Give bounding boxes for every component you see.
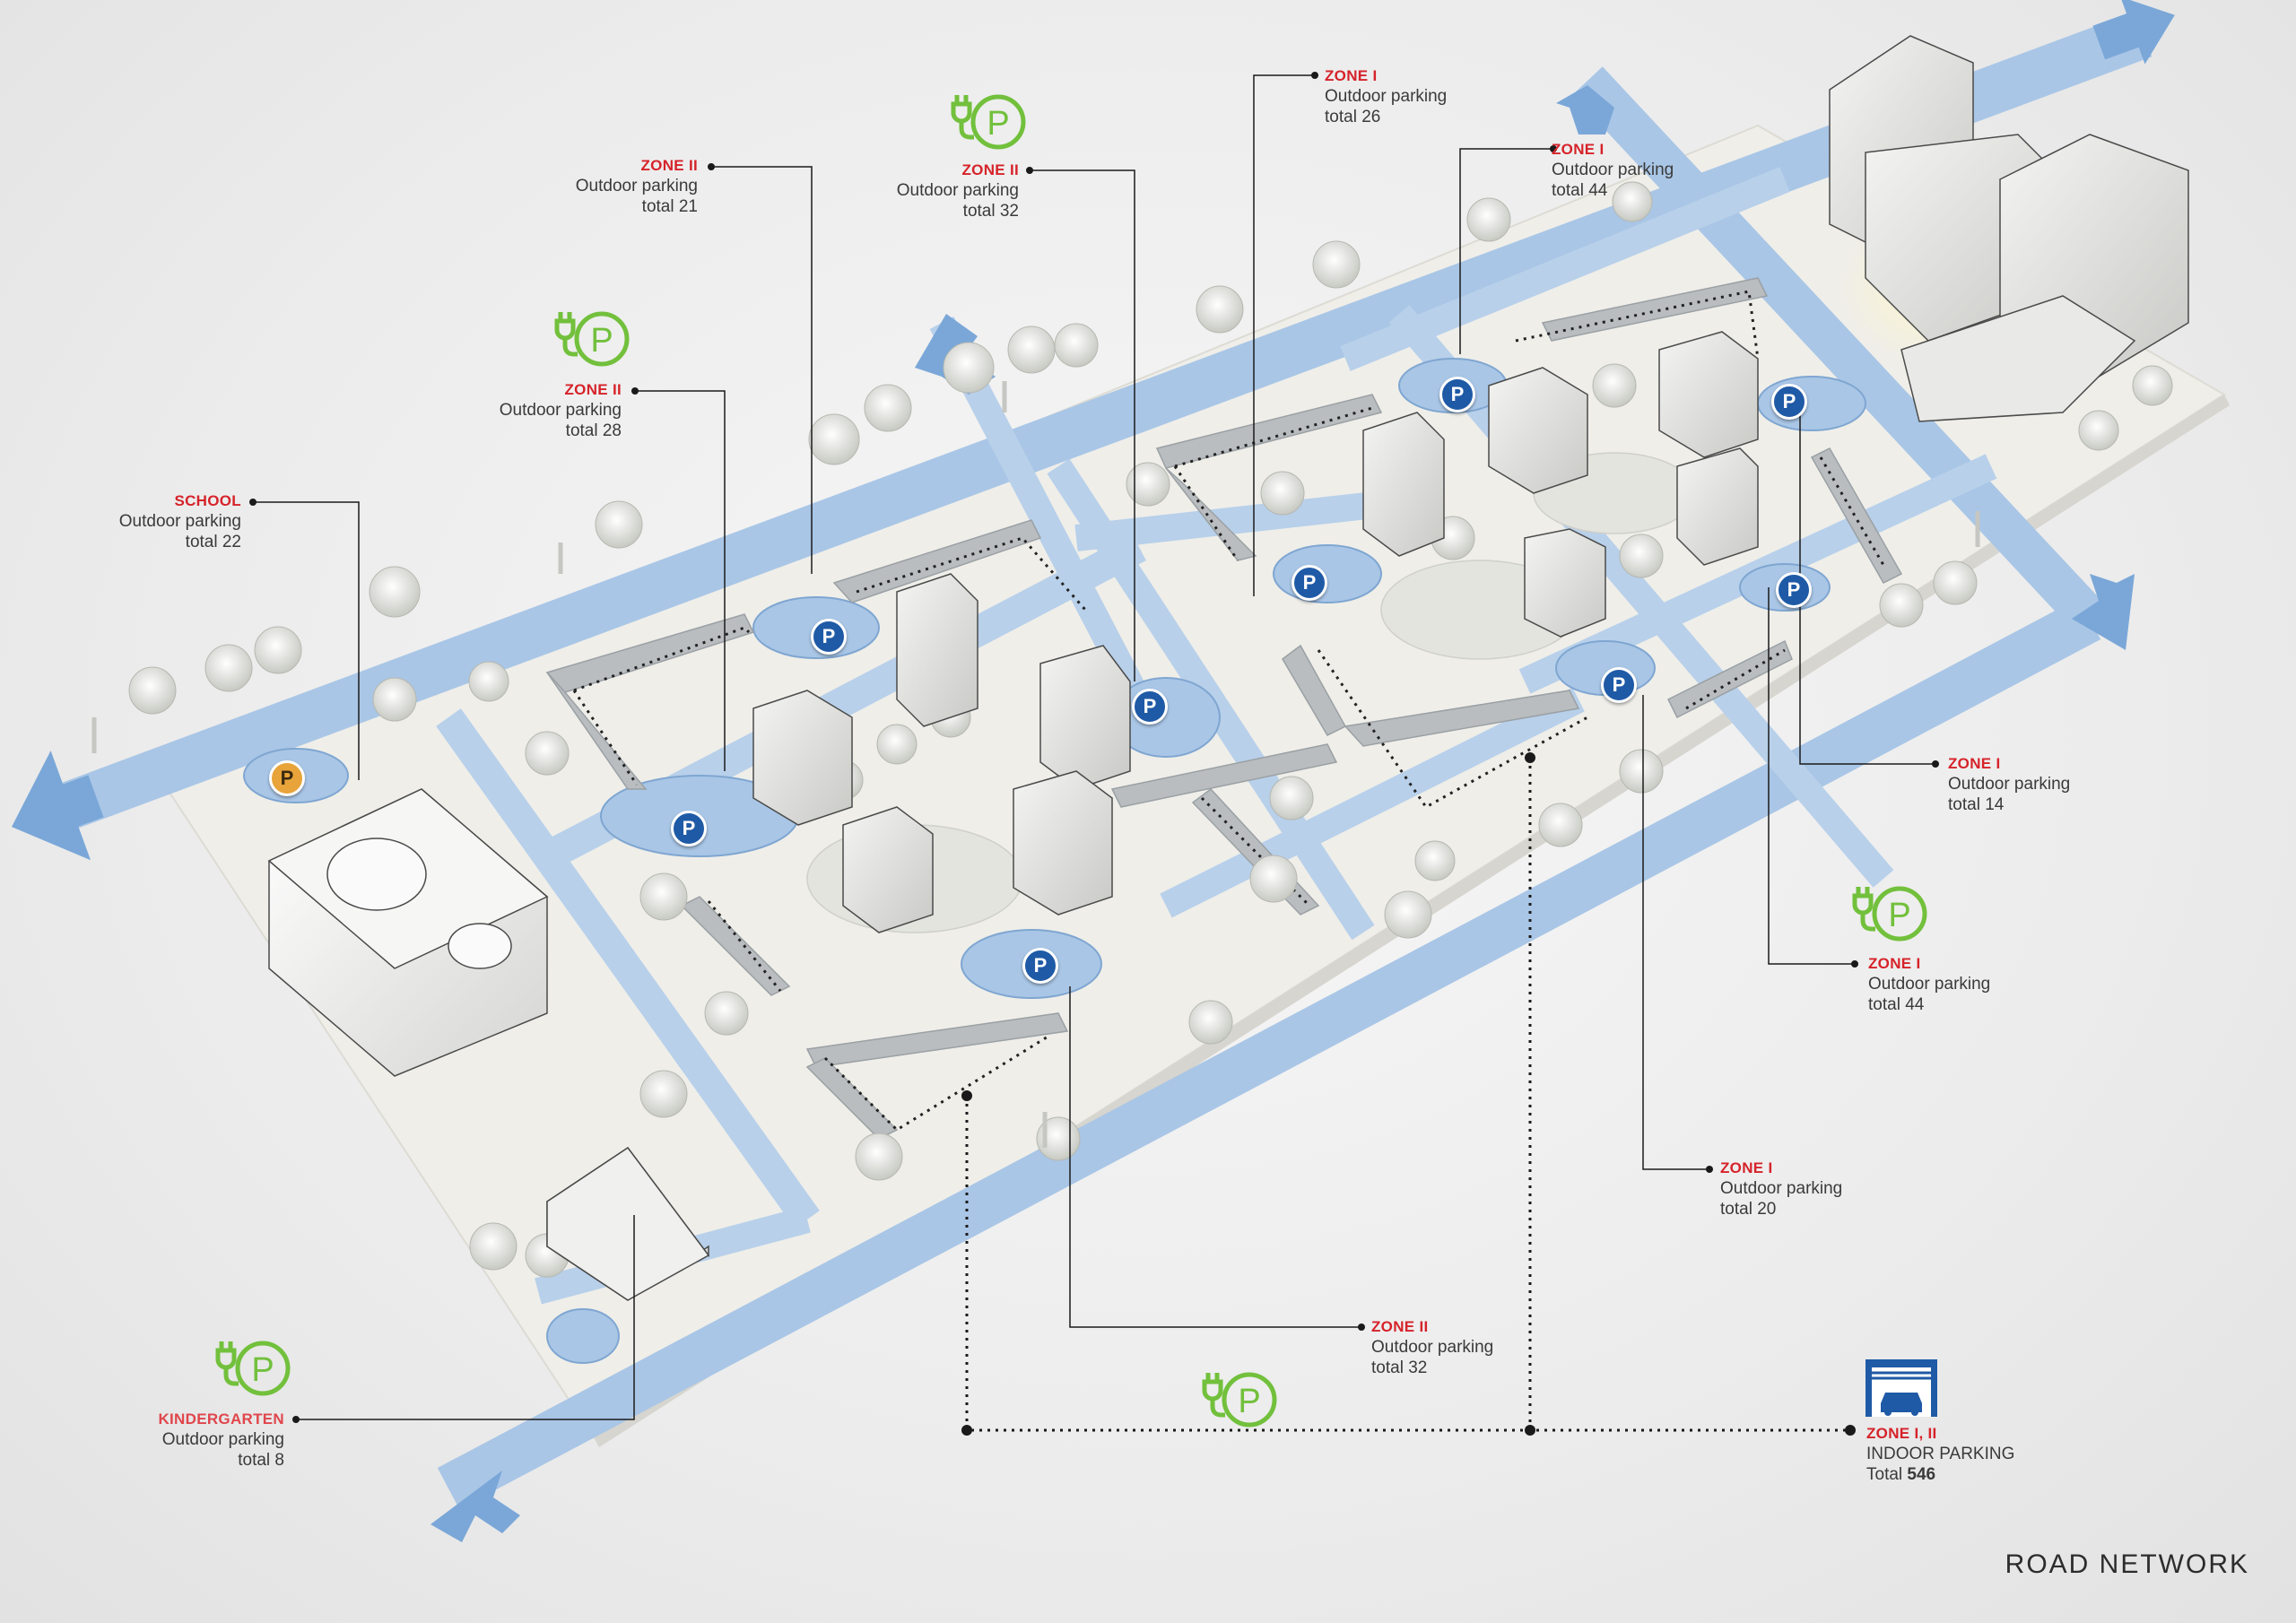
ev-charging-icon: P xyxy=(554,311,630,367)
parking-pin[interactable]: P xyxy=(1439,377,1475,412)
label-line: Outdoor parking xyxy=(1552,161,1674,179)
street-poles xyxy=(91,381,1980,1148)
label-heading: ZONE II xyxy=(1371,1318,1429,1335)
label-total: total 32 xyxy=(962,202,1019,221)
page-title: ROAD NETWORK xyxy=(2005,1549,2249,1579)
label-heading: ZONE I xyxy=(1552,141,1605,158)
label-line: Outdoor parking xyxy=(896,181,1019,200)
svg-text:P: P xyxy=(251,1351,274,1389)
buildings xyxy=(267,331,1759,1301)
dotted-routes xyxy=(572,290,1885,1132)
parking-pin[interactable]: P xyxy=(1132,689,1168,725)
label-total: total 44 xyxy=(1552,181,1608,200)
parking-pin[interactable]: P xyxy=(1601,667,1637,703)
label-heading: ZONE II xyxy=(961,161,1019,178)
svg-text:P: P xyxy=(1238,1383,1260,1420)
label-line: Outdoor parking xyxy=(161,1430,284,1449)
label-line: Outdoor parking xyxy=(575,177,698,195)
svg-text:P: P xyxy=(590,322,613,360)
label-total: total 14 xyxy=(1948,795,2005,814)
parking-pin[interactable]: P xyxy=(1776,572,1812,608)
label-zone2-a: ZONE II Outdoor parking total 21 xyxy=(576,155,698,217)
label-total: total 26 xyxy=(1325,108,1381,126)
parking-pin[interactable]: P xyxy=(671,811,707,846)
leader-lines xyxy=(253,74,1935,1420)
label-zone2-d: ZONE II Outdoor parking total 32 xyxy=(1371,1316,1493,1378)
parking-pin[interactable]: P xyxy=(1292,565,1327,601)
label-zone1-e: ZONE I Outdoor parking total 20 xyxy=(1720,1158,1842,1219)
label-kindergarten: KINDERGARTEN Outdoor parking total 8 xyxy=(158,1409,284,1471)
parking-pin[interactable]: P xyxy=(1771,384,1807,420)
parking-pin[interactable]: P xyxy=(1022,948,1058,984)
label-total: total 8 xyxy=(238,1451,284,1470)
label-total: total 44 xyxy=(1868,995,1925,1014)
ev-charging-icon: P xyxy=(951,94,1026,150)
label-line: Outdoor parking xyxy=(1720,1179,1843,1198)
label-indoor-parking: ZONE I, II INDOOR PARKING Total 546 xyxy=(1866,1423,2014,1485)
indoor-total: Total 546 xyxy=(1866,1464,2014,1485)
school-parking-pin[interactable]: P xyxy=(269,760,305,796)
label-heading: SCHOOL xyxy=(174,492,241,509)
label-school: SCHOOL Outdoor parking total 22 xyxy=(119,490,241,552)
svg-text:P: P xyxy=(987,105,1009,143)
label-heading: ZONE I xyxy=(1325,67,1378,84)
label-total: total 32 xyxy=(1371,1358,1428,1377)
trees xyxy=(128,181,2173,1278)
label-zone2-c: ZONE II Outdoor parking total 28 xyxy=(500,379,622,441)
indoor-total-value: 546 xyxy=(1907,1465,1936,1484)
leader-dots xyxy=(249,72,1939,1436)
indoor-heading: ZONE I, II xyxy=(1866,1425,1937,1442)
label-heading: ZONE I xyxy=(1720,1159,1773,1176)
label-heading: ZONE I xyxy=(1868,955,1921,972)
label-total: total 20 xyxy=(1720,1200,1777,1219)
label-heading: KINDERGARTEN xyxy=(158,1410,284,1428)
label-line: Outdoor parking xyxy=(1948,775,2071,794)
office-complex xyxy=(1829,35,2189,422)
indoor-line: INDOOR PARKING xyxy=(1866,1445,2015,1463)
label-zone1-c: ZONE I Outdoor parking total 14 xyxy=(1948,753,2070,815)
label-zone2-b: ZONE II Outdoor parking total 32 xyxy=(897,160,1019,221)
ev-charging-icon: P xyxy=(215,1341,291,1396)
label-heading: ZONE II xyxy=(564,381,622,398)
label-total: total 28 xyxy=(565,421,622,440)
label-line: Outdoor parking xyxy=(1868,975,1991,994)
indoor-garage-icon xyxy=(1866,1359,1937,1417)
indoor-total-prefix: Total xyxy=(1866,1465,1903,1484)
label-heading: ZONE II xyxy=(640,157,698,174)
svg-text:P: P xyxy=(1888,897,1910,934)
label-zone1-a: ZONE I Outdoor parking total 26 xyxy=(1325,65,1447,127)
label-line: Outdoor parking xyxy=(499,401,622,420)
label-line: Outdoor parking xyxy=(1325,87,1448,106)
ev-charging-icon: P xyxy=(1852,886,1927,942)
parking-pin[interactable]: P xyxy=(811,619,847,655)
label-zone1-d: ZONE I Outdoor parking total 44 xyxy=(1868,953,1990,1015)
label-total: total 22 xyxy=(185,533,241,551)
label-line: Outdoor parking xyxy=(1371,1338,1494,1357)
ev-charging-icon: P xyxy=(1202,1372,1277,1428)
label-total: total 21 xyxy=(641,197,698,216)
label-line: Outdoor parking xyxy=(118,512,241,531)
label-zone1-b: ZONE I Outdoor parking total 44 xyxy=(1552,139,1674,201)
label-heading: ZONE I xyxy=(1948,755,2001,772)
